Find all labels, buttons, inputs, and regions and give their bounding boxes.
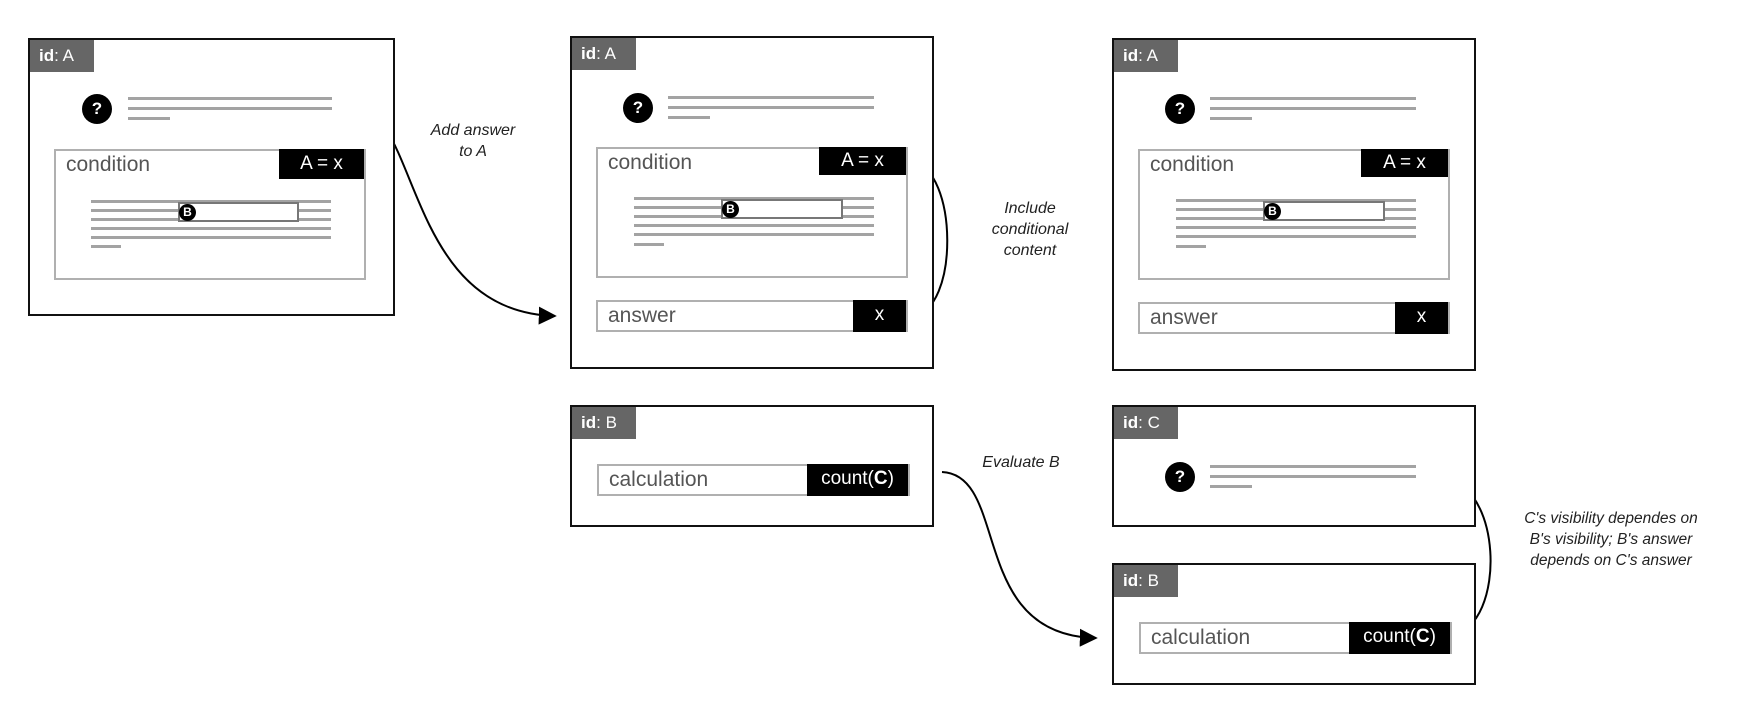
inline-answer-b-field[interactable] xyxy=(178,202,299,222)
question-text-line xyxy=(128,117,170,120)
answer-value: x xyxy=(1395,302,1448,334)
question-text-line xyxy=(668,116,710,119)
id-tab: id: A xyxy=(1114,40,1178,72)
b-reference-badge: B xyxy=(1264,203,1281,220)
question-icon: ? xyxy=(623,93,653,123)
content-line xyxy=(91,236,331,239)
panel3-card-b: id: B calculation count(C) xyxy=(1112,563,1476,685)
panel2-card-b: id: B calculation count(C) xyxy=(570,405,934,527)
answer-value: x xyxy=(853,300,906,332)
caption-evaluate-b: Evaluate B xyxy=(982,454,1060,471)
answer-field[interactable]: answer x xyxy=(596,300,908,332)
content-line xyxy=(1176,226,1416,229)
arrow-evaluate-b xyxy=(941,471,1098,647)
question-icon: ? xyxy=(82,94,112,124)
panel3-card-c: id: C ? xyxy=(1112,405,1476,527)
calculation-field[interactable]: calculation count(C) xyxy=(597,464,910,496)
answer-field[interactable]: answer x xyxy=(1138,302,1450,334)
question-text-line xyxy=(668,106,874,109)
question-text-line xyxy=(128,107,332,110)
calculation-label: calculation xyxy=(609,468,709,491)
question-text-line xyxy=(1210,475,1416,478)
content-line xyxy=(1176,235,1416,238)
calculation-field[interactable]: calculation count(C) xyxy=(1139,622,1452,654)
question-text-line xyxy=(1210,117,1252,120)
conditional-content: B xyxy=(54,179,366,280)
content-line xyxy=(1176,199,1416,202)
id-tab: id: B xyxy=(572,407,636,439)
condition-label: condition xyxy=(608,151,693,174)
condition-value: A = x xyxy=(279,149,364,181)
b-reference-badge: B xyxy=(722,201,739,218)
conditional-content: B xyxy=(596,175,908,278)
question-text-line xyxy=(668,96,874,99)
question-text-line xyxy=(1210,465,1416,468)
question-text-line xyxy=(128,97,332,100)
calculation-value: count(C) xyxy=(1349,622,1450,654)
content-line xyxy=(1176,245,1206,248)
condition-field[interactable]: condition A = x xyxy=(596,147,908,177)
question-icon: ? xyxy=(1165,462,1195,492)
panel2-card-a: id: A ? condition A = x B answer x xyxy=(570,36,934,369)
content-line xyxy=(91,227,331,230)
calculation-label: calculation xyxy=(1151,626,1251,649)
condition-field[interactable]: condition A = x xyxy=(1138,149,1450,179)
id-tab: id: A xyxy=(572,38,636,70)
condition-label: condition xyxy=(66,153,151,176)
calculation-value: count(C) xyxy=(807,464,908,496)
content-line xyxy=(634,197,874,200)
content-line xyxy=(634,243,664,246)
question-text-line xyxy=(1210,107,1416,110)
condition-value: A = x xyxy=(819,147,906,177)
condition-value: A = x xyxy=(1361,149,1448,179)
condition-label: condition xyxy=(1150,153,1235,176)
answer-label: answer xyxy=(1150,306,1218,329)
question-text-line xyxy=(1210,97,1416,100)
id-tab: id: B xyxy=(1114,565,1178,597)
inline-answer-b-field[interactable] xyxy=(1263,201,1385,221)
question-text-line xyxy=(1210,485,1252,488)
question-icon: ? xyxy=(1165,94,1195,124)
conditional-content: B xyxy=(1138,177,1450,280)
content-line xyxy=(91,200,331,203)
panel1-card-a: id: A ? condition A = x B xyxy=(28,38,395,316)
content-line xyxy=(634,233,874,236)
answer-label: answer xyxy=(608,304,676,327)
id-tab: id: A xyxy=(30,40,94,72)
content-line xyxy=(91,245,121,248)
inline-answer-b-field[interactable] xyxy=(721,199,843,219)
id-tab: id: C xyxy=(1114,407,1178,439)
b-reference-badge: B xyxy=(179,204,196,221)
condition-field[interactable]: condition A = x xyxy=(54,149,366,181)
panel3-card-a: id: A ? condition A = x B answer x xyxy=(1112,38,1476,371)
content-line xyxy=(634,224,874,227)
